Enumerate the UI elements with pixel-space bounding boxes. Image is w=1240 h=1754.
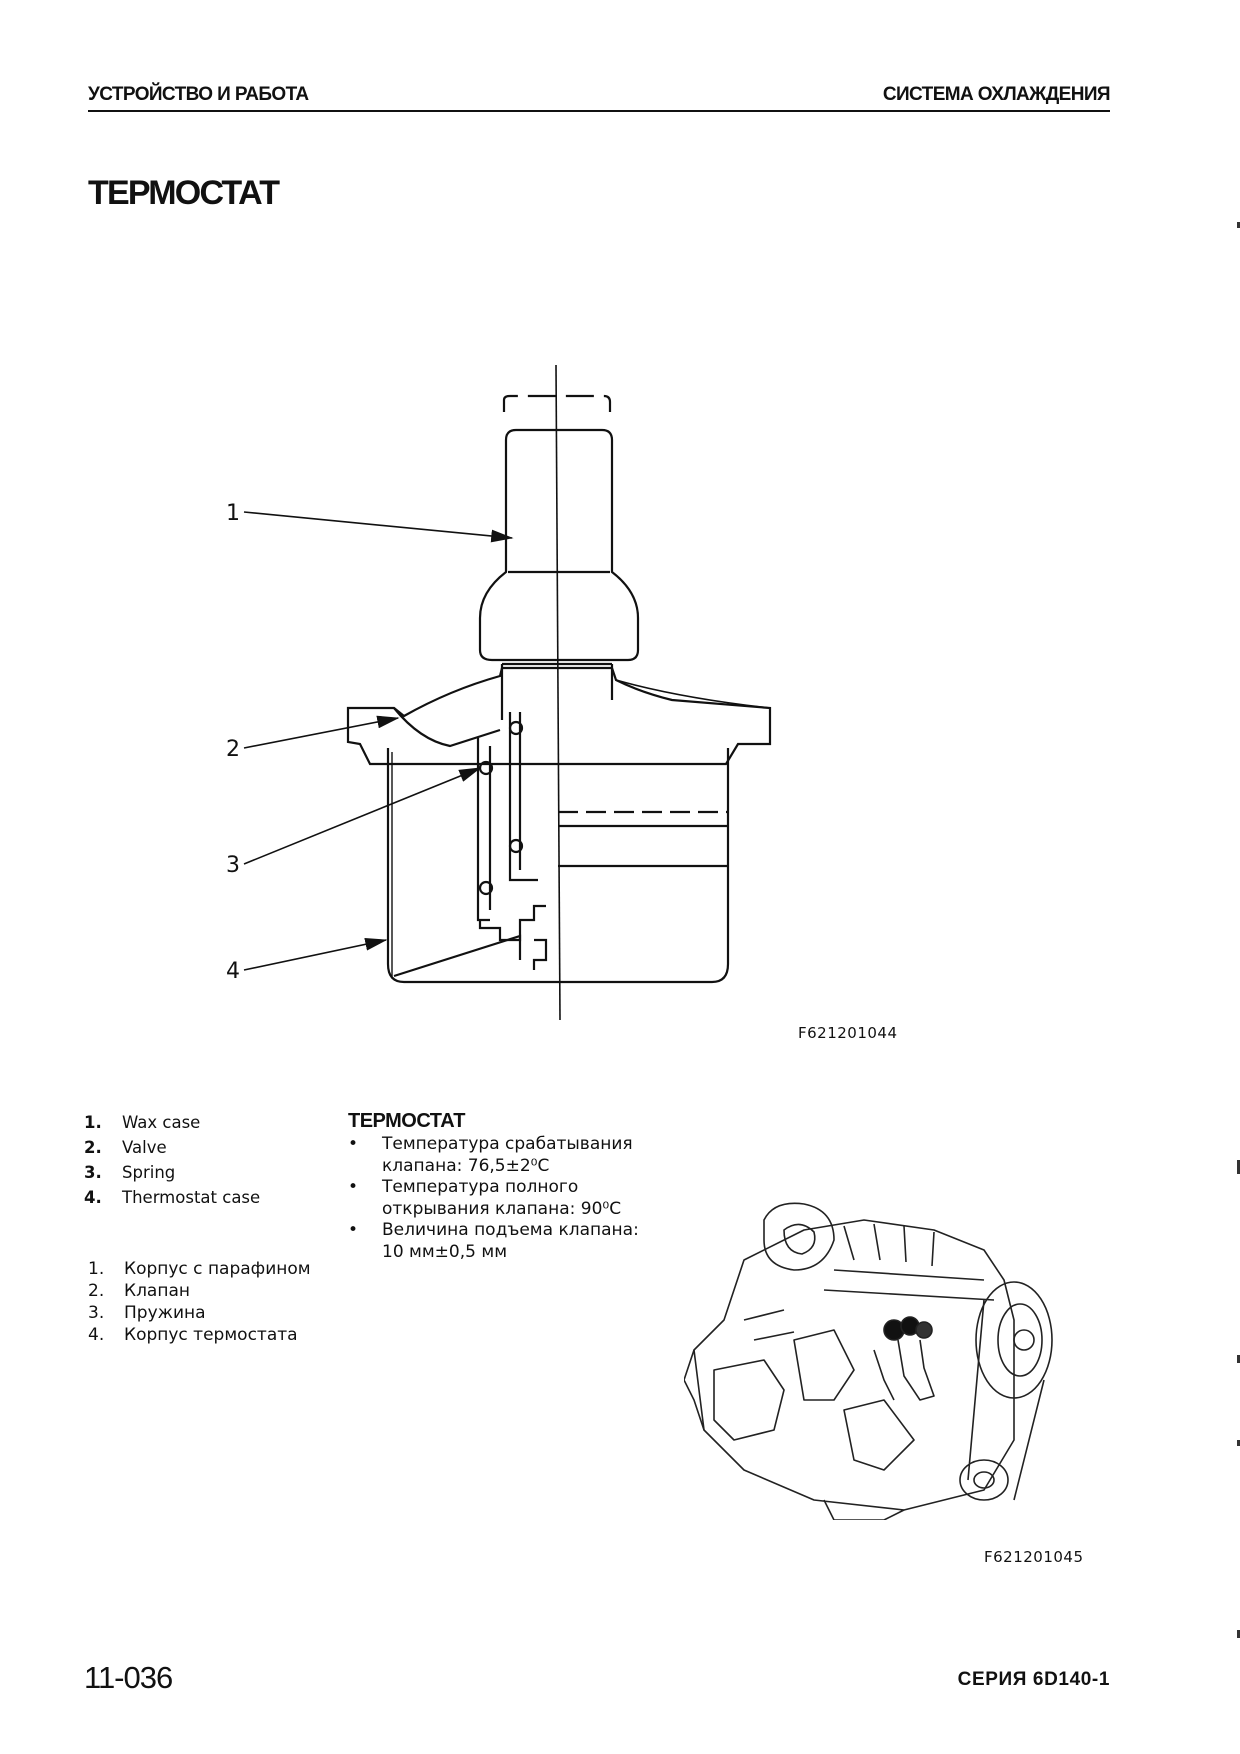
leader-2 bbox=[243, 715, 400, 749]
list-item: 4.Thermostat case bbox=[84, 1188, 261, 1207]
engine-illustration bbox=[684, 1202, 1053, 1520]
parts-list-en: 1.Wax case 2.Valve 3.Spring 4.Thermostat… bbox=[84, 1110, 260, 1210]
wax-case-outline bbox=[478, 428, 640, 662]
engine-figure-code: F621201045 bbox=[984, 1548, 1084, 1566]
spring-coil bbox=[478, 760, 494, 776]
thermostat-case-outline bbox=[386, 748, 730, 984]
spec-item: •Величина подъема клапана:10 мм±0,5 мм bbox=[348, 1220, 639, 1262]
callout-4: 4 bbox=[226, 959, 240, 984]
list-item: 1.Wax case bbox=[84, 1113, 201, 1132]
list-item: 4.Корпус термостата bbox=[88, 1325, 298, 1345]
list-item: 1.Корпус с парафином bbox=[88, 1259, 311, 1279]
leader-1 bbox=[243, 511, 514, 543]
list-item: 2.Клапан bbox=[88, 1281, 190, 1301]
callout-3: 3 bbox=[226, 853, 240, 878]
leader-4 bbox=[243, 938, 388, 971]
flange-outline bbox=[346, 666, 772, 766]
header-section-title: УСТРОЙСТВО И РАБОТА bbox=[88, 84, 309, 105]
callout-1: 1 bbox=[226, 501, 240, 526]
series-label: СЕРИЯ 6D140-1 bbox=[957, 1669, 1110, 1690]
leader-3 bbox=[243, 767, 482, 865]
list-item: 3.Spring bbox=[84, 1163, 176, 1182]
list-item: 3.Пружина bbox=[88, 1303, 206, 1323]
scan-mark bbox=[1237, 222, 1240, 228]
diagram-code: F621201044 bbox=[798, 1024, 898, 1042]
scan-mark bbox=[1237, 1630, 1240, 1638]
page-title: ТЕРМОСТАТ bbox=[88, 174, 280, 212]
header-rule bbox=[88, 110, 1110, 112]
header-system-title: СИСТЕМА ОХЛАЖДЕНИЯ bbox=[882, 84, 1111, 105]
parts-list-ru: 1.Корпус с парафином 2.Клапан 3.Пружина … bbox=[88, 1258, 311, 1346]
stroke-limit-outline bbox=[502, 394, 612, 412]
spec-title: ТЕРМОСТАТ bbox=[348, 1110, 465, 1132]
center-axis bbox=[555, 364, 561, 1021]
scan-mark bbox=[1237, 1355, 1240, 1363]
scan-mark bbox=[1237, 1440, 1240, 1446]
scan-mark bbox=[1237, 1160, 1240, 1174]
list-item: 2.Valve bbox=[84, 1138, 167, 1157]
page-number: 11-036 bbox=[84, 1660, 173, 1695]
callout-2: 2 bbox=[226, 737, 240, 762]
